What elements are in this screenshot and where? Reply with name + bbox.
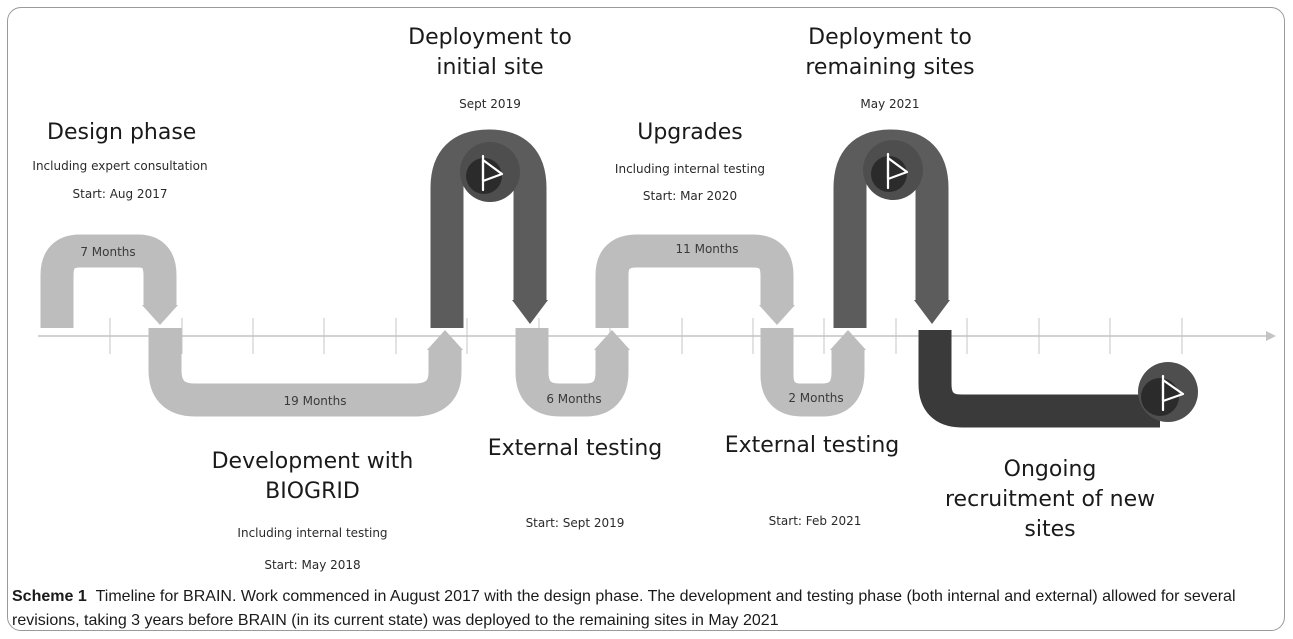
development-note: Including internal testing [237,526,388,540]
deploy-remaining-title-line2: remaining sites [805,55,975,80]
upgrades-duration-label: 11 Months [676,242,739,256]
figure-caption: Scheme 1 Timeline for BRAIN. Work commen… [12,585,1282,633]
ongoing-flag-core [1141,378,1179,416]
deploy-remaining-date: May 2021 [860,97,920,111]
design-phase-start: Start: Aug 2017 [72,187,168,201]
caption-label: Scheme 1 [12,588,87,605]
flag-icon [481,154,504,192]
development-phase-u [148,328,462,417]
ongoing-title-line1: Ongoing [1003,457,1097,482]
design-phase-note: Including expert consultation [32,159,208,173]
design-phase-title: Design phase [47,120,197,145]
upgrades-arch [595,234,794,328]
external-testing-1-u [515,328,629,417]
ongoing-title-line2: recruitment of new [945,487,1156,512]
external-testing-1-duration-label: 6 Months [546,392,601,406]
design-phase-arch [40,234,177,328]
ongoing-title-line3: sites [1024,517,1076,542]
external-testing-2-duration-label: 2 Months [788,391,843,405]
upgrades-note: Including internal testing [614,162,766,176]
external-testing-1-title: External testing [487,436,663,461]
external-testing-2-start: Start: Feb 2021 [768,514,862,528]
flag-icon [1161,374,1185,412]
development-duration-label: 19 Months [284,394,347,408]
timeline-axis-arrow [1266,331,1276,341]
design-duration-label: 7 Months [80,245,135,259]
external-testing-2-u [760,328,865,417]
flag-icon [886,152,909,190]
deploy-initial-arrowhead [512,300,548,324]
deploy-remaining-arrowhead [914,300,950,324]
timeline-diagram: 7 Months 19 Months 6 Months 11 Months 2 … [38,129,1276,428]
deploy-remaining-title-line1: Deployment to [808,25,972,50]
external-testing-2-arrowhead [830,330,866,350]
development-phase-arrowhead [427,330,463,350]
design-phase-arrowhead [142,305,178,325]
deploy-initial-title-line2: initial site [436,55,544,80]
external-testing-1-start: Start: Sept 2019 [525,516,625,530]
upgrades-start: Start: Mar 2020 [642,189,738,203]
ongoing-recruitment-path [918,330,1160,428]
development-title-line2: BIOGRID [265,479,360,504]
development-start: Start: May 2018 [264,558,361,572]
upgrades-title: Upgrades [637,120,743,145]
deploy-initial-title-line1: Deployment to [408,25,572,50]
development-title-line1: Development with [211,449,414,474]
external-testing-2-title: External testing [724,433,900,458]
caption-text: Timeline for BRAIN. Work commenced in Au… [12,588,1236,629]
external-testing-1-arrowhead [594,330,630,350]
upgrades-arrowhead [759,305,795,325]
deploy-initial-date: Sept 2019 [459,97,521,111]
figure-frame [7,7,1285,631]
